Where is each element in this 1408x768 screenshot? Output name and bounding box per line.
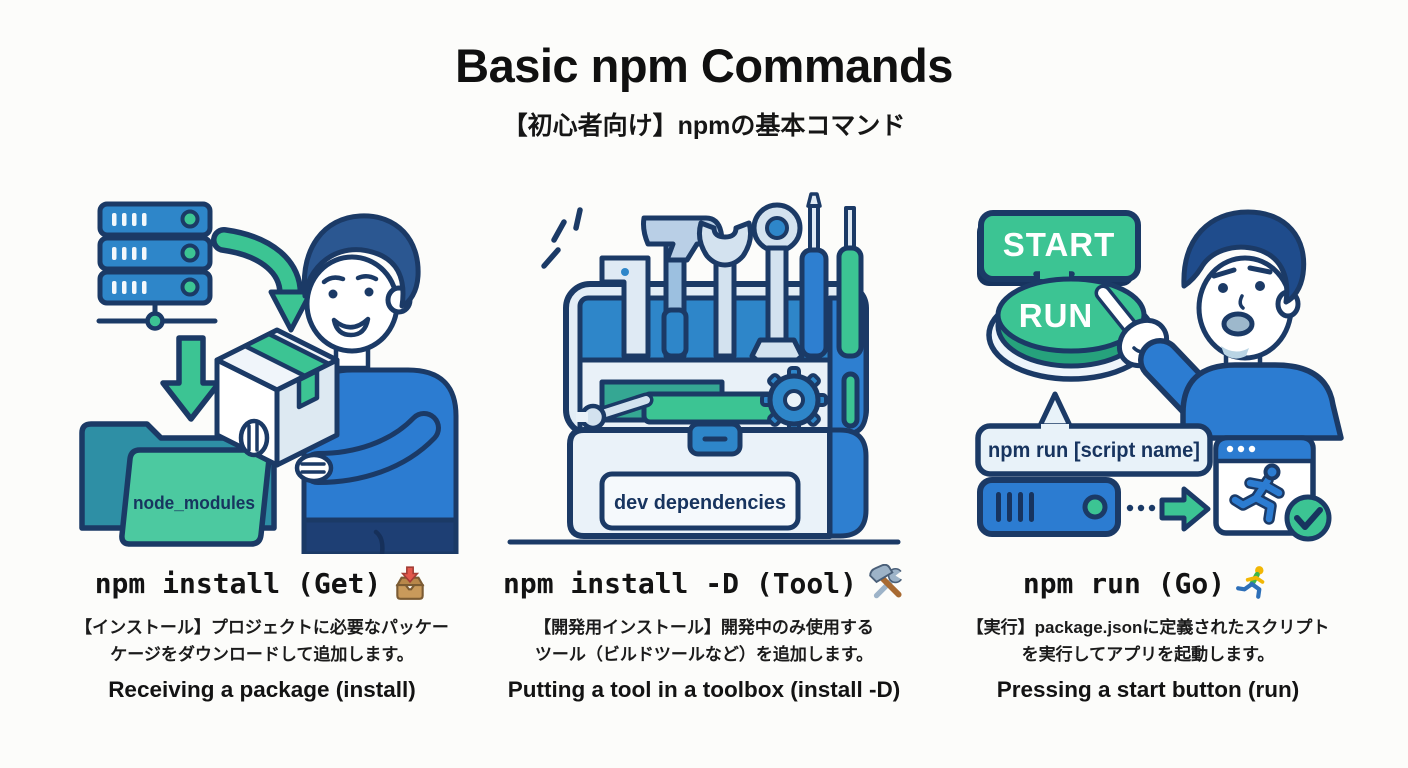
server-unit-icon <box>977 477 1121 537</box>
start-sign-label: START <box>1003 226 1116 263</box>
page-subtitle: 【初心者向け】npmの基本コマンド <box>502 112 906 140</box>
analogy-text: Pressing a start button (run) <box>996 677 1300 703</box>
toolbox: dev dependencies <box>507 192 901 545</box>
toolbox-label-plate <box>599 471 801 531</box>
analogy-text: Putting a tool in a toolbox (install -D) <box>507 677 901 703</box>
jp-description: 【実行】package.jsonに定義されたスクリプト を実行してアプリを起動し… <box>966 618 1330 665</box>
person-pressing <box>1180 209 1344 441</box>
inbox-tray-icon <box>395 566 425 600</box>
command-text: npm install -D (Tool) <box>502 566 857 600</box>
command-bubble: npm run [script name] <box>975 391 1213 477</box>
command-heading: npm install (Get) <box>52 560 472 606</box>
install-dev-illustration: dev dependencies <box>507 192 901 545</box>
command-heading: npm install -D (Tool) <box>494 560 914 606</box>
sparkle-icon <box>541 207 583 269</box>
server-stack-icon <box>96 201 218 331</box>
jp-description: 【開発用インストール】開発中のみ使用する ツール（ビルドツールなど）を追加します… <box>534 618 874 665</box>
panel-npm-run: START RUN <box>938 188 1358 703</box>
panel-npm-install: node_modules <box>52 188 472 703</box>
screwdriver-blue-icon <box>799 192 829 359</box>
command-text: npm run (Go) <box>1022 566 1226 600</box>
page-title: Basic npm Commands <box>455 39 953 92</box>
run-illustration: START RUN <box>975 209 1344 542</box>
success-check-icon <box>1284 494 1332 542</box>
command-heading: npm run (Go) <box>938 560 1358 606</box>
command-bubble-label: npm run [script name] <box>988 439 1200 462</box>
analogy-text: Receiving a package (install) <box>108 677 416 703</box>
browser-window <box>1213 435 1332 542</box>
jp-description: 【インストール】プロジェクトに必要なパッケー ケージをダウンロードして追加します… <box>75 618 449 665</box>
run-button-label: RUN <box>1019 297 1094 334</box>
hammer-and-wrench-icon <box>869 564 904 599</box>
hands <box>238 418 334 484</box>
package-box-icon <box>214 327 340 468</box>
runner-app-icon <box>1229 463 1285 525</box>
down-arrow-icon <box>160 335 222 422</box>
gear-icon <box>760 366 828 434</box>
dotted-flow <box>1126 504 1156 512</box>
panel-npm-install-dev: dev dependencies npm install -D (Tool) 【… <box>494 188 914 703</box>
curved-arrow-icon <box>211 227 314 333</box>
runner-emoji-icon <box>1236 566 1265 599</box>
right-arrow-icon <box>1159 486 1211 532</box>
clamp-tool-icon <box>599 255 651 359</box>
screwdriver-green-icon <box>836 206 864 359</box>
pointing-hand <box>1094 284 1222 424</box>
toolbox-label: dev dependencies <box>614 492 786 514</box>
small-wrench-icon <box>576 392 654 431</box>
install-illustration: node_modules <box>79 201 459 554</box>
wrench-icon <box>697 220 753 359</box>
folder-label: node_modules <box>133 493 255 513</box>
command-text: npm install (Get) <box>94 566 382 600</box>
